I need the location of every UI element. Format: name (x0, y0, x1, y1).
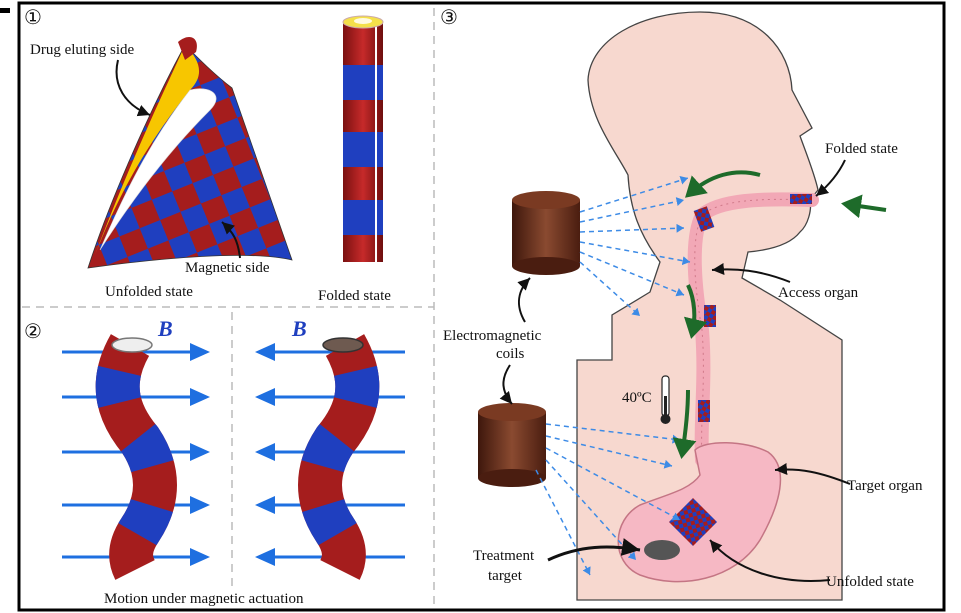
mouth-patch (790, 194, 812, 204)
treatment-target-blob (644, 540, 680, 560)
esophagus-patch-2 (704, 305, 716, 327)
motion-caption: Motion under magnetic actuation (104, 591, 304, 607)
folded-state-label: Folded state (318, 288, 391, 304)
panel-number-1: ① (24, 7, 42, 29)
access-organ-label: Access organ (778, 285, 859, 301)
unfolded-state-label: Unfolded state (105, 284, 193, 300)
thermometer-icon (661, 376, 671, 424)
unfolded-state-label-p3: Unfolded state (826, 574, 914, 590)
field-symbol-left: B (157, 316, 173, 341)
drug-eluting-label: Drug eluting side (30, 42, 134, 58)
treatment-label-line1: Treatment (473, 548, 535, 564)
coils-label-line2: coils (496, 346, 524, 362)
wavy-tube-right-top (323, 338, 363, 352)
tube-top-core (354, 18, 372, 24)
coil-upper (512, 191, 580, 275)
magnetic-side-label: Magnetic side (185, 260, 270, 276)
corner-mark (0, 8, 10, 13)
coils-label-line1: Electromagnetic (443, 328, 542, 344)
coil-lower (478, 403, 546, 487)
wavy-tube-left-top (112, 338, 152, 352)
field-symbol-right: B (291, 316, 307, 341)
panel-number-2: ② (24, 321, 42, 343)
temperature-label: 40ºC (622, 390, 652, 406)
esophagus-patch-3 (698, 400, 710, 422)
treatment-label-line2: target (488, 568, 523, 584)
panel-number-3: ③ (440, 7, 458, 29)
target-organ-label: Target organ (847, 478, 923, 494)
folded-state-label-p3: Folded state (825, 141, 898, 157)
